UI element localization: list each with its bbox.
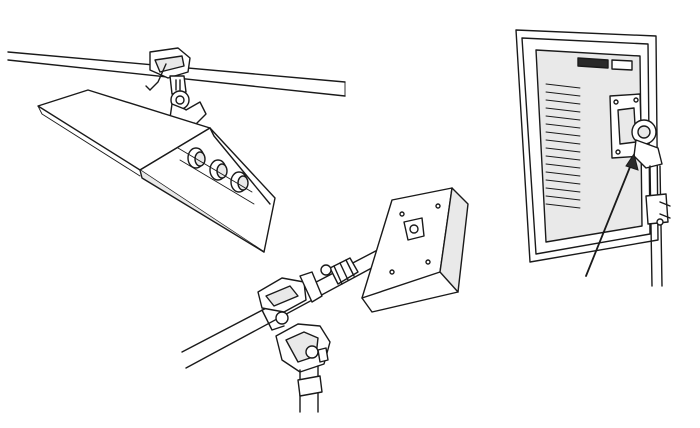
monitor-stand-illustration [515, 29, 671, 287]
lamp-bulbs [177, 147, 255, 205]
monitor [515, 29, 659, 263]
rail-mounted-softbox-illustration [7, 47, 346, 253]
light-panel [361, 187, 469, 313]
pointer-arrow [585, 152, 639, 277]
stand-pole [645, 165, 671, 287]
vent-grille [545, 83, 581, 209]
softbox [37, 89, 276, 253]
stand-head [275, 323, 331, 413]
boom-arm-light-panel-illustration [181, 187, 469, 413]
vesa-mount-plate [609, 93, 643, 159]
boom-clamp [257, 271, 323, 331]
